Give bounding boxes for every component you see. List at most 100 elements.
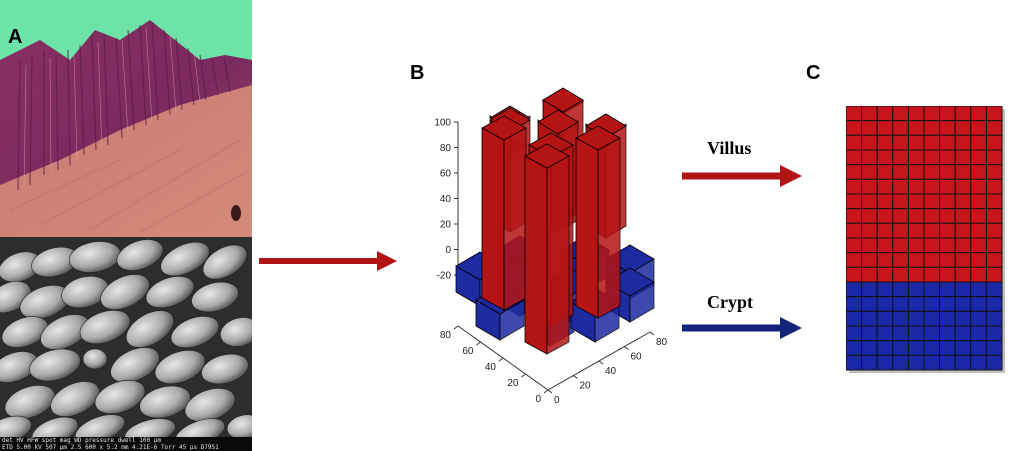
villus-grid-cell <box>892 120 909 136</box>
villus-column <box>524 143 570 355</box>
villus-grid-cell <box>892 149 909 166</box>
villus-column-right-face <box>546 155 570 355</box>
sem-villus-shape <box>79 310 131 344</box>
crypt-grid-cell <box>876 340 894 356</box>
crypt-grid-cell <box>907 340 925 356</box>
villus-grid-cell <box>861 252 878 268</box>
panel-label-b: B <box>410 62 425 84</box>
crypt-grid-cell <box>939 325 956 342</box>
villus-grid-cell <box>954 120 972 136</box>
left-axis-tick-label: 60 <box>462 346 474 357</box>
villus-grid-cell <box>861 193 878 210</box>
villus-grid-cell <box>907 193 925 210</box>
z-axis-tick-label: 40 <box>440 194 452 205</box>
crypt-grid-cell <box>876 310 894 327</box>
villus-grid-cell <box>939 120 956 136</box>
villus-column-top-face <box>575 125 621 151</box>
crypt-grid-cell <box>939 281 956 298</box>
villus-grid-cell <box>907 149 925 166</box>
villus-grid-cell <box>970 120 987 136</box>
villus-grid-cell <box>907 120 925 136</box>
crypt-grid-cell <box>923 340 941 356</box>
crypt-grid-cell <box>954 310 972 327</box>
crypt-grid-cell <box>892 325 909 342</box>
villus-grid-cell <box>985 149 1003 166</box>
crypt-grid-cell <box>892 281 909 298</box>
villus-grid-cell <box>970 252 987 268</box>
villus-column <box>481 115 527 311</box>
villus-label: Villus <box>707 138 752 158</box>
crypt-grid-cell <box>985 296 1003 312</box>
right-axis-tick <box>598 360 604 365</box>
villus-grid-cell <box>923 222 941 239</box>
villus-grid-cell <box>954 149 972 166</box>
sem-villus-shape <box>191 281 239 313</box>
villus-grid-cell <box>923 208 941 224</box>
sem-villus-shape <box>82 348 108 370</box>
villus-grid-cell <box>985 252 1003 268</box>
crypt-grid-cell <box>939 340 956 356</box>
crypt-grid-cell <box>861 354 878 371</box>
sem-image: det HV HFW spot mag WD pressure dwell 10… <box>0 237 252 451</box>
villus-grid-cell <box>907 237 925 254</box>
villus-grid-cell <box>876 106 894 122</box>
villus-column <box>575 125 621 319</box>
crypt-grid-cell <box>892 340 909 356</box>
sem-villus-shape <box>145 276 195 308</box>
villus-grid-cell <box>939 193 956 210</box>
z-axis-tick-label: 0 <box>445 245 451 256</box>
villus-grid-cell <box>846 134 863 151</box>
villus-grid-cell <box>846 222 863 239</box>
histology-micrograph <box>0 0 252 237</box>
villus-grid-cell <box>923 106 941 122</box>
crypt-grid-cell <box>846 296 863 312</box>
villus-grid-cell <box>876 222 894 239</box>
villus-grid-cell <box>907 134 925 151</box>
left-axis-tick <box>498 357 504 362</box>
crypt-grid-cell <box>954 296 972 312</box>
villus-grid-cell <box>939 266 956 283</box>
villus-grid-cell <box>923 193 941 210</box>
villus-grid-cell <box>892 193 909 210</box>
villus-grid-cell <box>892 134 909 151</box>
villus-grid-cell <box>876 208 894 224</box>
crypt-grid-cell <box>985 310 1003 327</box>
crypt-grid-cell <box>846 325 863 342</box>
villus-grid-cell <box>846 106 863 122</box>
right-axis-tick-label: 60 <box>631 352 643 363</box>
sem-villus-shape <box>94 380 146 414</box>
villus-grid-cell <box>846 208 863 224</box>
crypt-grid-cell <box>846 310 863 327</box>
crypt-grid-cell <box>907 354 925 371</box>
villus-grid-cell <box>846 252 863 268</box>
villus-grid-cell <box>970 149 987 166</box>
villus-grid-cell <box>923 178 941 195</box>
crypt-grid-cell <box>892 354 909 371</box>
villus-grid-cell <box>985 208 1003 224</box>
villus-grid-cell <box>846 237 863 254</box>
crypt-grid-cell <box>939 296 956 312</box>
villus-grid-cell <box>939 106 956 122</box>
villus-grid-cell <box>861 208 878 224</box>
crypt-grid-cell <box>985 340 1003 356</box>
sem-villus-shape <box>29 348 81 382</box>
villus-grid-cell <box>892 208 909 224</box>
crypt-grid-cell <box>846 354 863 371</box>
villus-grid-cell <box>907 164 925 180</box>
right-axis-tick <box>547 389 553 394</box>
crypt-grid-cell <box>970 310 987 327</box>
villus-grid-cell <box>876 134 894 151</box>
sem-villus-shape <box>4 385 56 419</box>
sem-villus-shape <box>201 353 249 385</box>
villus-grid-cell <box>892 164 909 180</box>
sem-data-bar-row1: det HV HFW spot mag WD pressure dwell 10… <box>2 437 161 444</box>
villus-grid-cell <box>923 164 941 180</box>
z-axis-tick-label: -20 <box>437 271 452 282</box>
villus-grid-cell <box>876 164 894 180</box>
sem-villus-shape <box>125 310 175 348</box>
crypt-grid-cell <box>876 325 894 342</box>
villus-grid-cell <box>907 266 925 283</box>
villus-grid-cell <box>892 178 909 195</box>
left-axis-tick <box>543 389 549 394</box>
